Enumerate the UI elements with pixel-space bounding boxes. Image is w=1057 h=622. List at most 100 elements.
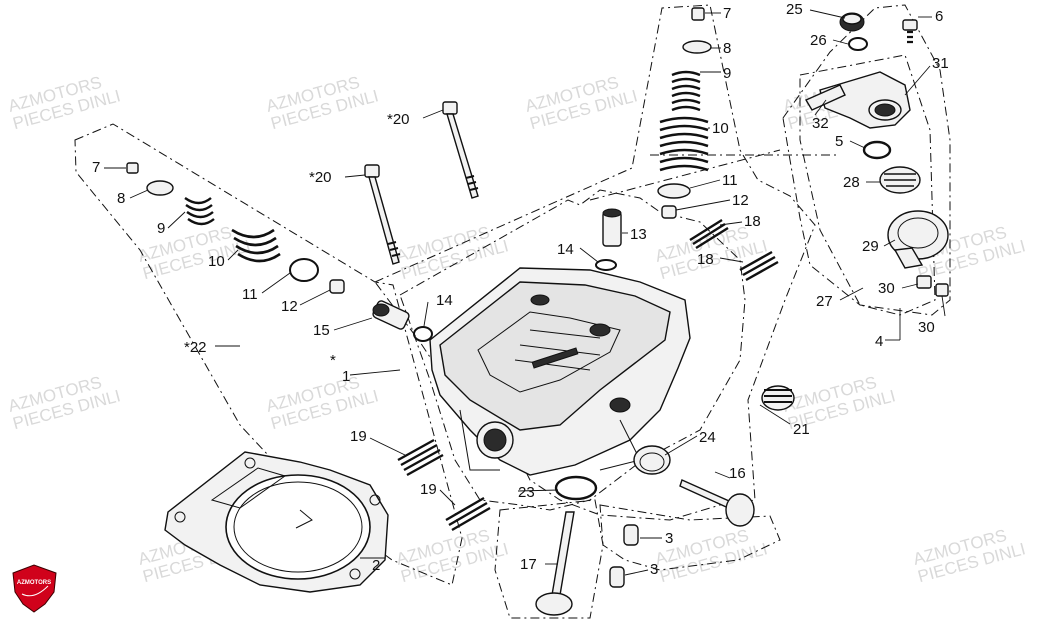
cylinder-head [429, 267, 691, 476]
seal-12-upper [661, 205, 677, 219]
callout-22: *22 [184, 339, 207, 356]
valve-16 [679, 479, 755, 527]
bolt-20-upper [442, 101, 479, 199]
callout-6: 6 [935, 8, 943, 25]
inner-spring-9-left [184, 197, 215, 226]
stud-18b [739, 250, 779, 282]
head-bolts-20 [364, 101, 479, 265]
callout-7-upper: 7 [723, 5, 731, 22]
seat-23 [554, 475, 598, 501]
washer-26 [848, 37, 868, 51]
callout-13: 13 [630, 226, 647, 243]
outline-group-17 [599, 504, 781, 571]
callout-20-upper: *20 [387, 111, 410, 128]
outline-group-17b [494, 499, 604, 619]
outer-spring-10-left [231, 228, 281, 263]
callout-30-right: 30 [918, 319, 935, 336]
callout-3-upper: 3 [665, 530, 673, 547]
logo-shield-icon [12, 564, 57, 613]
callout-16: 16 [729, 465, 746, 482]
lower-studs-19 [397, 438, 491, 532]
leader-lines [104, 9, 946, 576]
cotter-7-left [126, 162, 139, 174]
callout-12-left: 12 [281, 298, 298, 315]
callout-20-lower: *20 [309, 169, 332, 186]
bolt-30a [916, 275, 932, 289]
callout-labels: 7 8 9 10 11 12 18 13 14 18 25 26 6 31 32… [92, 1, 949, 578]
guide-15 [372, 300, 410, 330]
dowel-3b [609, 566, 625, 588]
outline-group-22 [74, 123, 463, 586]
callout-26: 26 [810, 32, 827, 49]
callout-4: 4 [875, 333, 883, 350]
left-valve-parts [126, 162, 433, 342]
washer-11-upper [657, 183, 691, 199]
callout-18-upper: 18 [744, 213, 761, 230]
callout-27: 27 [816, 293, 833, 310]
retainer-8-left [146, 180, 174, 196]
cap-25 [839, 12, 865, 32]
callout-30-left: 30 [878, 280, 895, 297]
bolt-20-lower [364, 164, 401, 265]
callout-8-upper: 8 [723, 40, 731, 57]
cotter-7-upper [691, 7, 705, 21]
callout-9-left: 9 [157, 220, 165, 237]
callout-23: 23 [518, 484, 535, 501]
o-ring-5 [862, 140, 892, 160]
bolt-30b [935, 283, 949, 297]
callout-19-upper: 19 [350, 428, 367, 445]
callout-19-lower: 19 [420, 481, 437, 498]
valve-17 [535, 511, 575, 616]
callout-15: 15 [313, 322, 330, 339]
lower-valve-parts [535, 385, 795, 616]
thermostat-parts [804, 12, 949, 297]
upper-valve-parts [595, 7, 779, 282]
callout-28: 28 [843, 174, 860, 191]
callout-10-left: 10 [208, 253, 225, 270]
callout-14-upper: 14 [557, 241, 574, 258]
outline-group-1 [399, 189, 746, 511]
callout-9-upper: 9 [723, 65, 731, 82]
callout-31: 31 [932, 55, 949, 72]
outline-group-upper-valve [374, 4, 816, 521]
thermostat-28 [879, 166, 921, 194]
head-gasket [164, 451, 389, 593]
housing-31 [819, 71, 911, 129]
stud-18a [689, 218, 729, 250]
retainer-8-upper [682, 40, 712, 54]
inner-spring-9-upper [671, 70, 701, 112]
seal-12-left [329, 279, 345, 294]
seat-24 [633, 445, 671, 475]
callout-12-upper: 12 [732, 192, 749, 209]
sensor-32 [804, 84, 846, 111]
azmotors-logo: AZMOTORS [12, 564, 57, 613]
outer-spring-10-upper [659, 116, 709, 172]
plug-21 [761, 385, 795, 411]
callout-1: 1 [342, 368, 350, 385]
callout-21: 21 [793, 421, 810, 438]
callout-1-star: * [330, 352, 336, 369]
o-ring-14-left [413, 326, 433, 342]
callout-11-left: 11 [242, 286, 258, 303]
callout-11-upper: 11 [722, 172, 738, 189]
callout-14-left: 14 [436, 292, 453, 309]
group-outlines [74, 4, 951, 619]
callout-29: 29 [862, 238, 879, 255]
callout-5: 5 [835, 133, 843, 150]
washer-11-left [289, 258, 319, 282]
outline-group-27 [782, 4, 951, 316]
logo-text: AZMOTORS [17, 580, 51, 586]
callout-2: 2 [372, 557, 380, 574]
connector-dash-2 [589, 149, 781, 201]
cover-29 [887, 210, 949, 269]
callout-24: 24 [699, 429, 716, 446]
bolt-6 [902, 19, 918, 44]
dowel-3a [623, 524, 639, 546]
callout-25: 25 [786, 1, 803, 18]
callout-32: 32 [812, 115, 829, 132]
callout-7-left: 7 [92, 159, 100, 176]
callout-8-left: 8 [117, 190, 125, 207]
guide-13 [602, 208, 622, 247]
